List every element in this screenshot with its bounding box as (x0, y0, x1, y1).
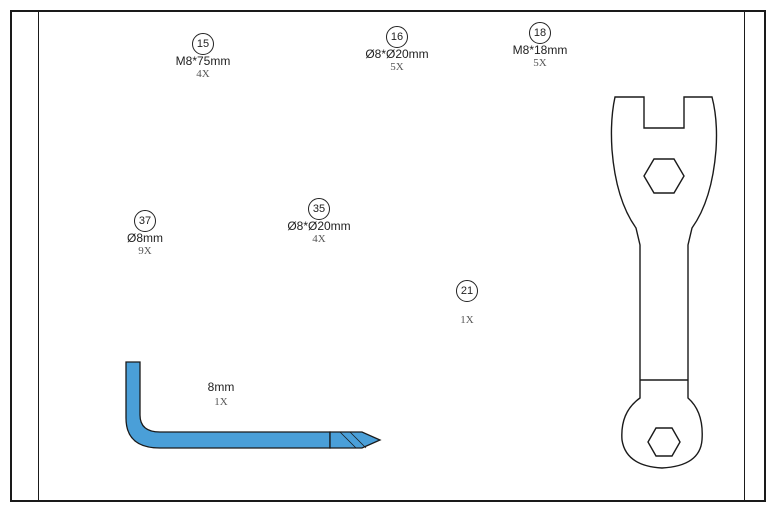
part-spec: Ø8*Ø20mm (365, 47, 429, 61)
part-qty: 4X (312, 233, 326, 245)
part-spec: 8mm (207, 380, 235, 394)
part-16: 16 Ø8*Ø20mm 5X (352, 26, 442, 74)
part-qty: 5X (533, 57, 547, 69)
part-35: 35 Ø8*Ø20mm 4X (274, 198, 364, 246)
part-qty: 1X (460, 314, 474, 326)
hex-allen-key-icon (125, 361, 382, 449)
part-spec: M8*75mm (175, 54, 231, 68)
part-spec: M8*18mm (512, 43, 568, 57)
part-37: 37 Ø8mm 9X (120, 210, 170, 258)
allen-key-label: 8mm 1X (196, 381, 246, 409)
part-number-badge: 15 (192, 33, 214, 55)
part-18: 18 M8*18mm 5X (500, 22, 580, 70)
left-divider (38, 10, 39, 502)
part-number-badge: 35 (308, 198, 330, 220)
part-qty: 9X (138, 245, 152, 257)
part-number-badge: 16 (386, 26, 408, 48)
wrench-icon (610, 96, 718, 469)
right-divider (744, 10, 745, 502)
part-qty: 4X (196, 68, 210, 80)
part-spec: Ø8*Ø20mm (287, 219, 351, 233)
part-number-badge: 18 (529, 22, 551, 44)
part-15: 15 M8*75mm 4X (168, 33, 238, 81)
part-number-badge: 21 (456, 280, 478, 302)
part-qty: 5X (390, 61, 404, 73)
hardware-panel-frame (10, 10, 766, 502)
part-number-badge: 37 (134, 210, 156, 232)
part-spec: Ø8mm (127, 231, 163, 245)
part-21: 21 1X (450, 280, 484, 327)
part-qty: 1X (214, 396, 228, 408)
